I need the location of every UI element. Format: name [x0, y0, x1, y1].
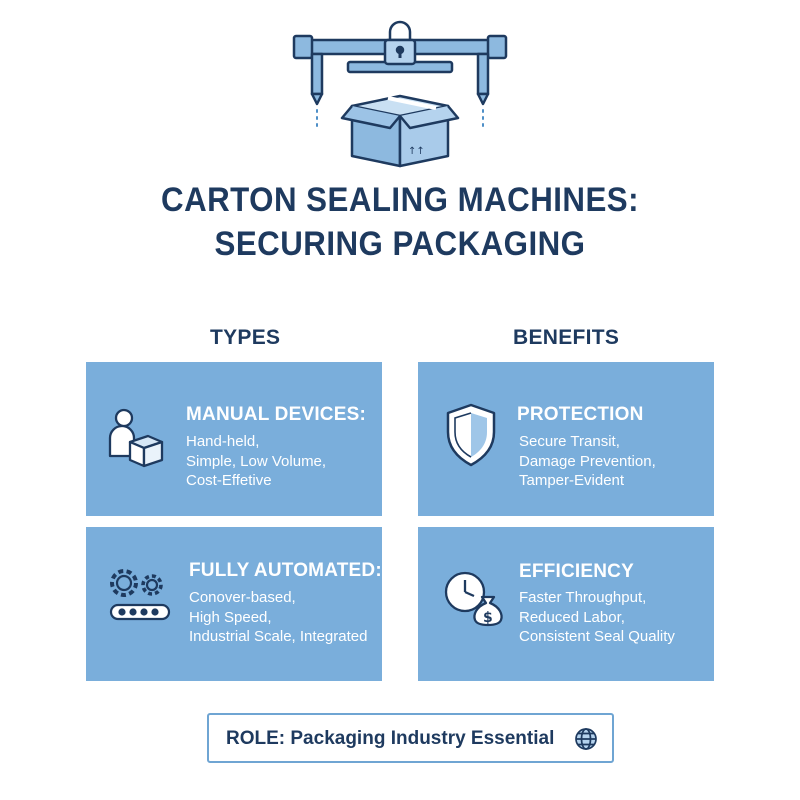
svg-text:$: $ [483, 610, 493, 626]
clock-money-bag-icon: $ [444, 571, 503, 627]
gears-conveyor-icon [109, 569, 171, 621]
page-title: CARTON SEALING MACHINES: SECURING PACKAG… [161, 181, 639, 263]
card-title: EFFICIENCY [519, 561, 634, 582]
card-protection: PROTECTION Secure Transit, Damage Preven… [418, 362, 714, 516]
benefits-heading: BENEFITS [513, 326, 620, 349]
card-efficiency: $ EFFICIENCY Faster Throughput, Reduced … [418, 527, 714, 681]
svg-text:↑↑: ↑↑ [408, 146, 425, 157]
card-description: Faster Throughput, Reduced Labor, Consis… [519, 589, 675, 645]
card-description: Hand-held, Simple, Low Volume, Cost-Effe… [186, 433, 327, 489]
card-fully-automated: FULLY AUTOMATED: Conover-based, High Spe… [86, 527, 382, 681]
card-description: Secure Transit, Damage Prevention, Tampe… [519, 433, 656, 489]
carton-sealing-machine-illustration: ↑↑ [292, 20, 508, 168]
padlock-icon [383, 20, 417, 66]
types-heading: TYPES [210, 326, 281, 349]
carton-box-icon: ↑↑ [340, 94, 460, 168]
role-text: ROLE: Packaging Industry Essential [226, 728, 555, 749]
card-title: PROTECTION [517, 404, 644, 425]
worker-with-box-icon [108, 408, 164, 468]
card-title: FULLY AUTOMATED: [189, 560, 382, 581]
shield-icon [446, 403, 496, 467]
card-manual-devices: MANUAL DEVICES: Hand-held, Simple, Low V… [86, 362, 382, 516]
role-banner: ROLE: Packaging Industry Essential [207, 713, 614, 763]
card-title: MANUAL DEVICES: [186, 404, 366, 425]
card-description: Conover-based, High Speed, Industrial Sc… [189, 589, 368, 645]
globe-icon [575, 728, 597, 750]
